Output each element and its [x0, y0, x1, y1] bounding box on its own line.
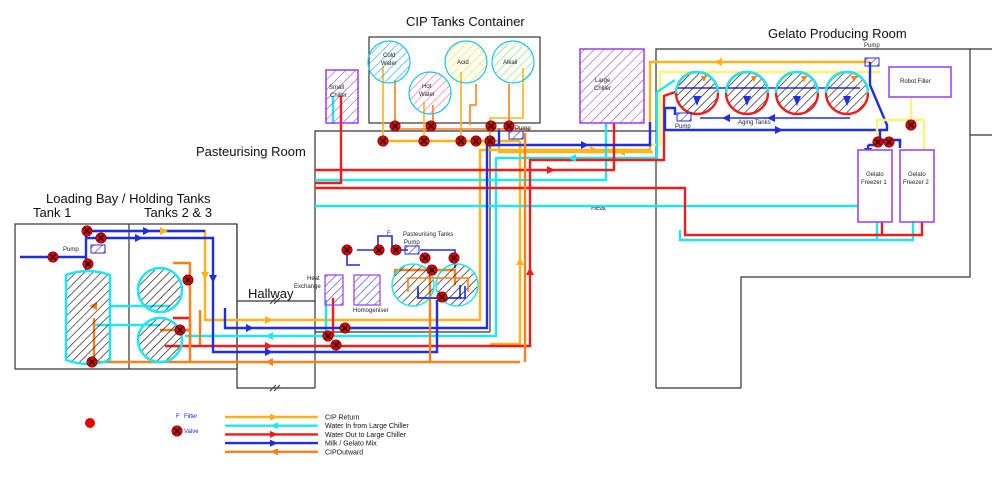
acid-tank: Acid: [444, 40, 488, 84]
svg-text:Heat: Heat: [307, 276, 320, 282]
svg-text:Pump: Pump: [675, 124, 691, 130]
svg-text:Robot Filler: Robot Filler: [900, 79, 931, 85]
aging-tanks-label: Aging Tanks: [738, 120, 771, 126]
hallway-title: Hallway: [248, 286, 294, 301]
svg-text:Gelato: Gelato: [866, 172, 884, 178]
svg-text:Gelato: Gelato: [908, 172, 926, 178]
legend-arrow-0: [270, 413, 278, 421]
svg-text:Freezer 1: Freezer 1: [861, 180, 887, 186]
svg-text:Pump: Pump: [864, 43, 880, 49]
pump-cip: Pump: [508, 126, 531, 140]
legend-label-3: Milk / Gelato Mix: [325, 441, 377, 448]
pasteurising-room-wall: [314, 130, 656, 388]
svg-text:Water: Water: [419, 92, 435, 98]
small-chiller: Small Chiller: [325, 69, 359, 124]
svg-text:Small: Small: [329, 85, 344, 91]
pipe-milk-intake: [20, 229, 205, 259]
pipe-water-in-main: [185, 79, 676, 338]
hallway-wall: [236, 224, 315, 389]
hot-water-tank: Hot Water: [408, 71, 452, 115]
loading-bay-title: Loading Bay / Holding Tanks: [46, 191, 211, 206]
homogeniser: Homogeniser: [353, 274, 389, 314]
legend-arrow-4: [270, 448, 278, 456]
svg-text:Alkali: Alkali: [503, 60, 517, 66]
pipe-water-in-chiller: [315, 123, 608, 182]
legend-valve-icon: [171, 425, 183, 437]
pipe-cip-return-down: [490, 141, 522, 346]
svg-text:Cold: Cold: [383, 53, 395, 59]
tank-3: [136, 316, 184, 364]
pipe-milk-main: [86, 236, 439, 354]
gelato-freezer-2: Gelato Freezer 2: [899, 149, 935, 223]
heat-area-label: Heat: [591, 205, 606, 212]
svg-text:Freezer 2: Freezer 2: [903, 180, 929, 186]
cip-container-title: CIP Tanks Container: [406, 14, 525, 29]
svg-text:Acid: Acid: [457, 60, 469, 66]
legend-valve-label: Valve: [184, 429, 199, 435]
pipe-water-out-main: [165, 90, 676, 348]
svg-text:Large: Large: [595, 78, 611, 84]
cold-water-tank: Cold Water: [367, 40, 411, 84]
svg-text:Pump: Pump: [404, 240, 420, 246]
gelato-freezer-1: Gelato Freezer 1: [857, 149, 893, 223]
svg-text:Exchange: Exchange: [294, 284, 321, 290]
alkali-tank: Alkali: [491, 40, 535, 84]
tanks23-title: Tanks 2 & 3: [144, 205, 212, 220]
svg-text:Hot: Hot: [422, 84, 432, 90]
pipe-water-out-chiller: [315, 123, 616, 172]
legend-arrow-1: [270, 422, 278, 430]
loading-bay-wall: [14, 223, 238, 370]
pipe-milk-gelato: [663, 106, 882, 140]
large-chiller: Large Chiller: [579, 48, 645, 124]
heat-exchanger: Heat Exchange: [294, 274, 344, 306]
svg-text:Chiller: Chiller: [594, 86, 611, 92]
svg-text:Pump: Pump: [63, 247, 79, 253]
legend-arrow-2: [270, 430, 278, 438]
flow-arrows: [89, 58, 872, 366]
cip-container-wall: [368, 36, 541, 124]
pump-aging-tanks: Pump: [675, 112, 692, 130]
svg-text:Water: Water: [381, 61, 397, 67]
legend-label-2: Water Out to Large Chiller: [325, 432, 407, 439]
aging-tanks: Aging Tanks: [674, 70, 870, 126]
legend-arrow-3: [270, 439, 278, 447]
pasteurising-tanks: Pasteurising Tanks: [391, 232, 479, 307]
pump-loading-bay: Pump: [63, 244, 106, 254]
filter-mark: F: [387, 231, 391, 237]
pipe-milk-return: [223, 122, 652, 330]
legend-label-1: Water In from Large Chiller: [325, 423, 409, 430]
tank-2: [136, 266, 184, 314]
svg-text:Pump: Pump: [515, 126, 531, 132]
pasteurising-room-title: Pasteurising Room: [196, 144, 306, 159]
legend-label-4: CIPOutward: [325, 449, 363, 456]
svg-text:Chiller: Chiller: [330, 93, 347, 99]
pump-gelato-top: Pump: [864, 43, 880, 67]
legend-label-0: CIP Return: [325, 415, 360, 422]
tank-1: [64, 269, 112, 366]
legend-filter-symbol: F: [176, 414, 180, 420]
svg-text:Homogeniser: Homogeniser: [353, 308, 389, 314]
valves: [47, 119, 917, 368]
tank1-title: Tank 1: [33, 205, 71, 220]
robot-filler: Robot Filler: [888, 66, 952, 98]
gelato-room-title: Gelato Producing Room: [768, 26, 907, 41]
pump-pasteurising: Pump: [404, 240, 420, 255]
legend-filter-label: Filter: [184, 414, 197, 420]
legend-red-dot: [85, 418, 95, 428]
svg-text:Pasteurising Tanks: Pasteurising Tanks: [403, 232, 453, 238]
